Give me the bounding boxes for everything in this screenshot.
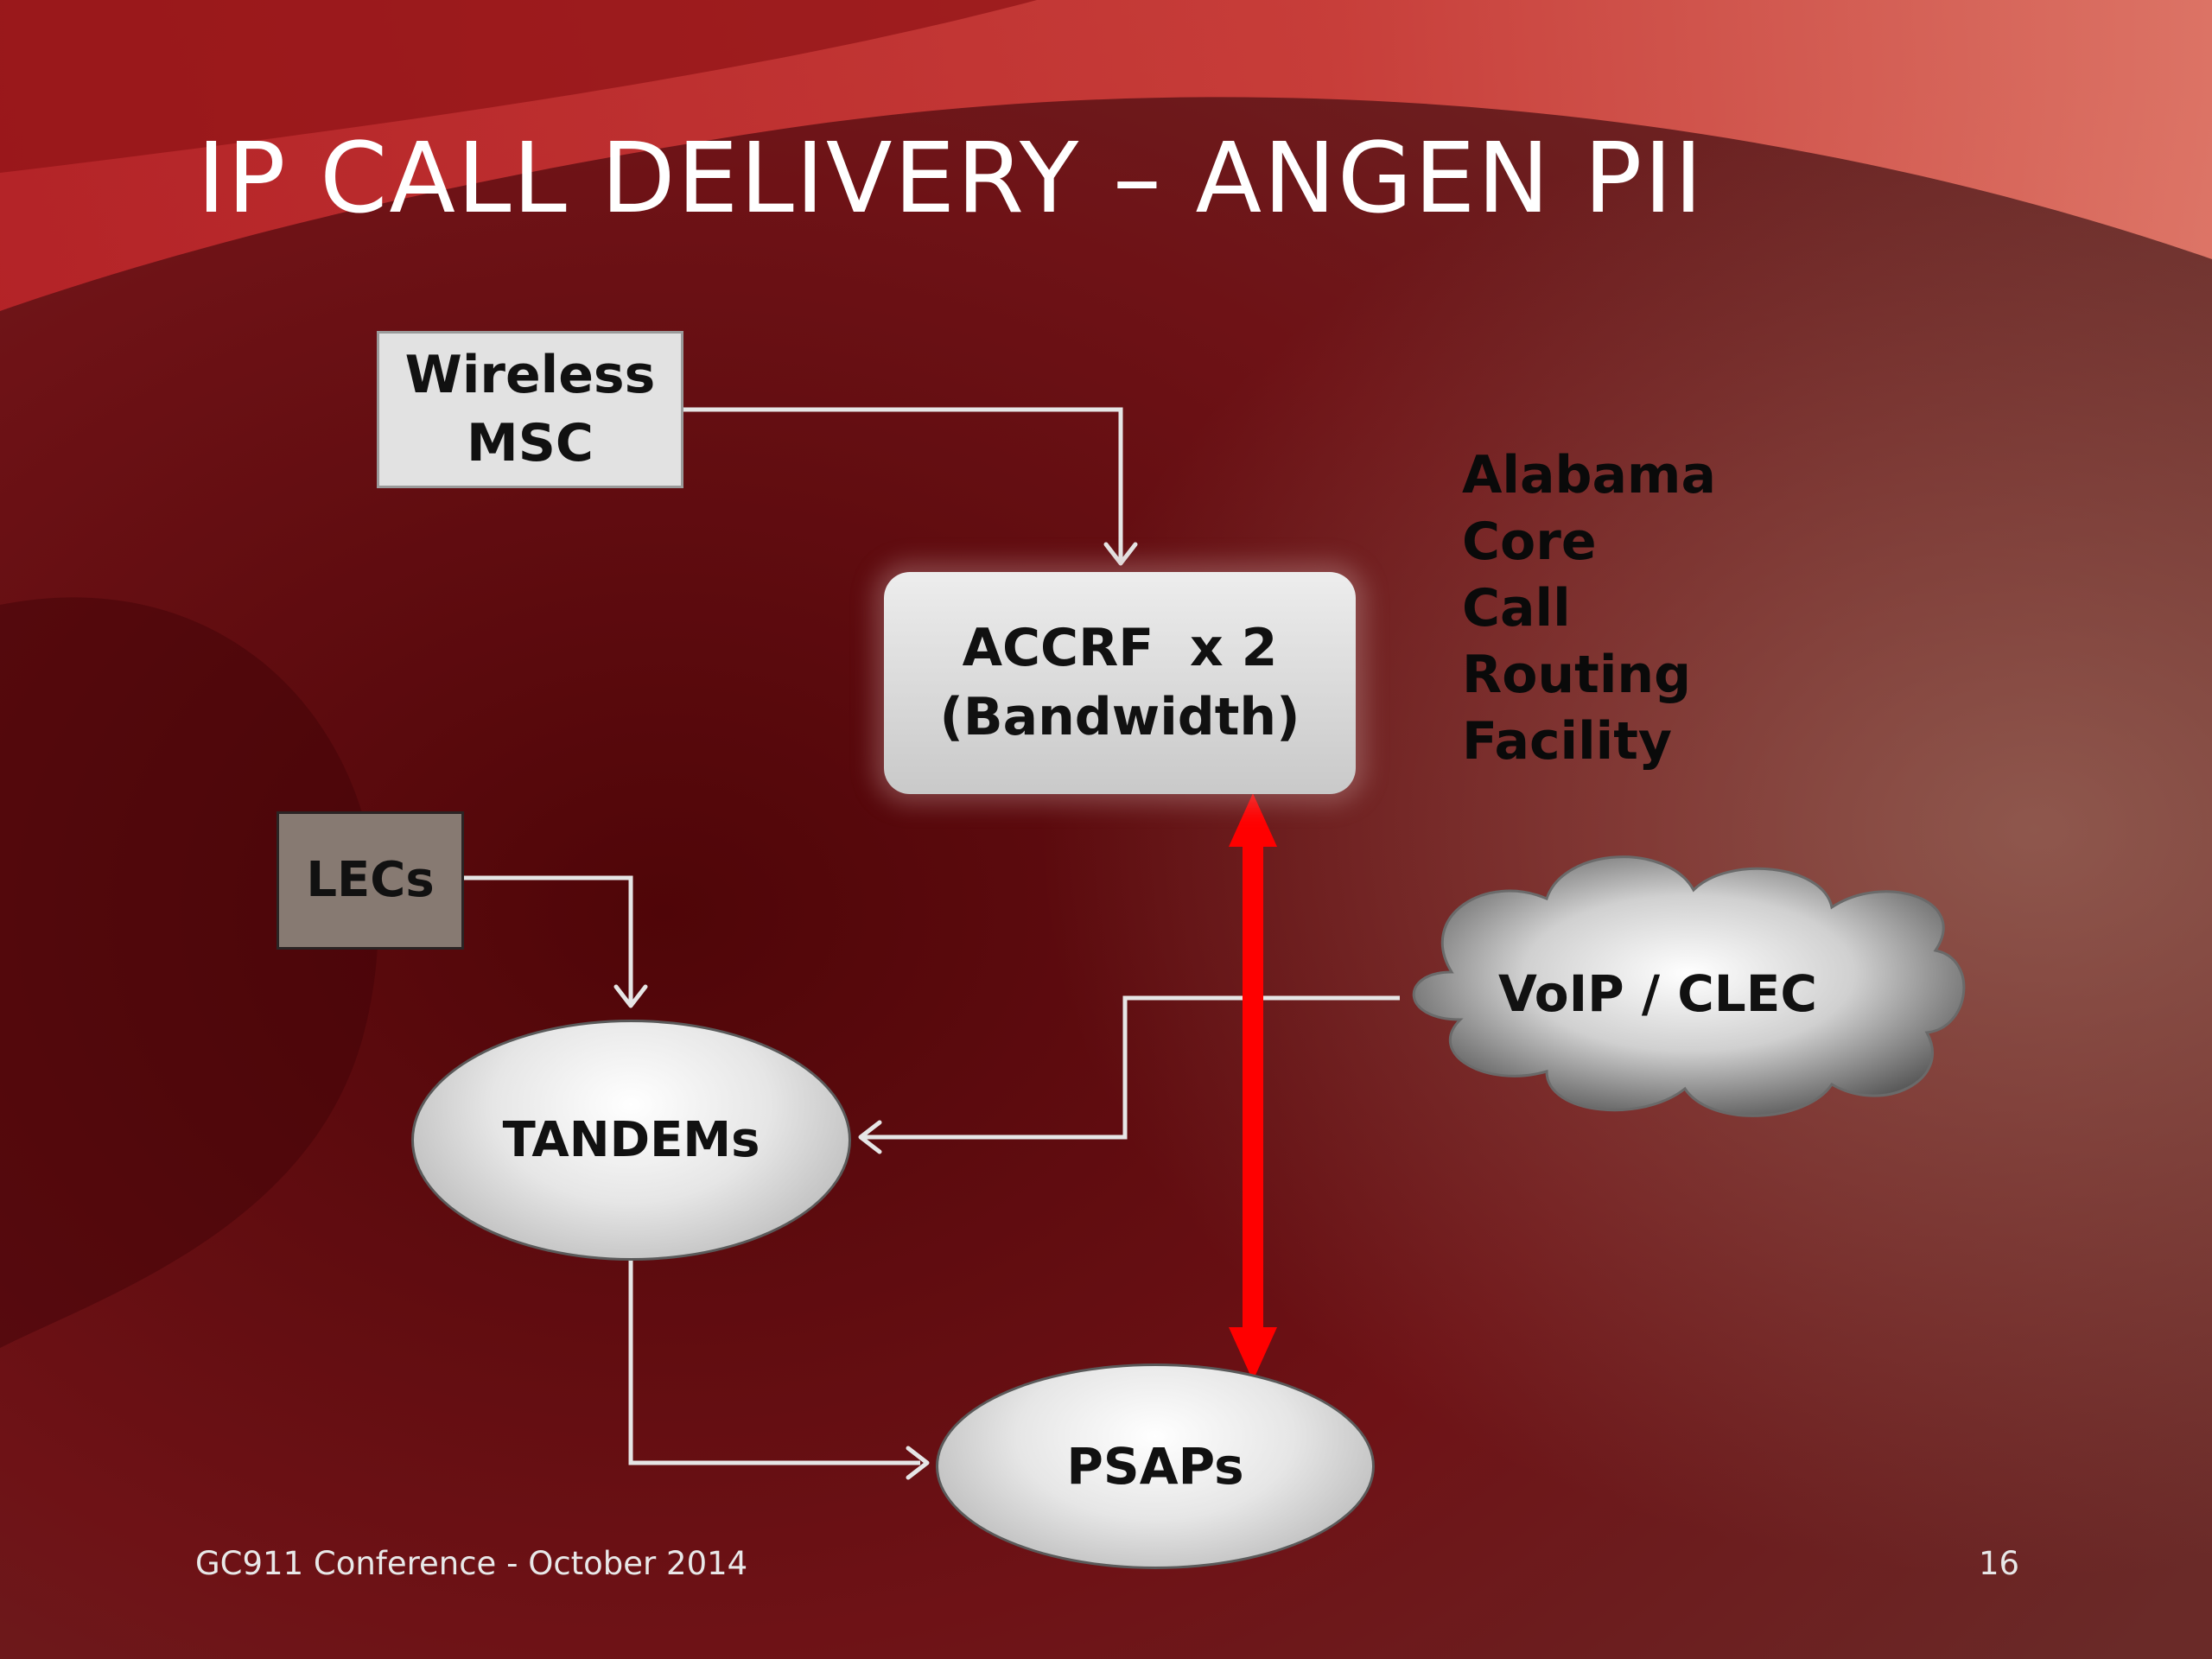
accrf-description-line: Facility	[1462, 711, 1673, 772]
page-number: 16	[1979, 1545, 2020, 1582]
arrowhead-tandems-top	[613, 984, 648, 1008]
accrf-description: Alabama Core Call Routing Facility	[1462, 442, 1716, 775]
accrf-box: ACCRF x 2 (Bandwidth)	[884, 572, 1356, 794]
tandems-to-psaps-connector	[628, 1258, 920, 1465]
arrowhead-tandems-side	[858, 1120, 882, 1154]
lecs-label: LECs	[306, 852, 435, 909]
arrowhead-psaps	[906, 1446, 930, 1480]
tandems-label: TANDEMs	[502, 1111, 760, 1168]
lecs-box: LECs	[276, 811, 464, 950]
accrf-line1: ACCRF x 2	[962, 618, 1278, 679]
lecs-to-tandems-connector	[462, 875, 633, 1002]
wireless-msc-box: Wireless MSC	[377, 331, 683, 488]
bidirectional-red-arrow	[1229, 793, 1277, 1381]
accrf-description-line: Call	[1462, 578, 1571, 639]
wireless-msc-line2: MSC	[467, 413, 594, 474]
psaps-label: PSAPs	[1066, 1436, 1244, 1496]
psaps-ellipse: PSAPs	[936, 1363, 1375, 1569]
msc-to-accrf-connector	[681, 407, 1123, 560]
footer-conference: GC911 Conference - October 2014	[195, 1545, 748, 1582]
slide-title: IP CALL DELIVERY – ANGEN PII	[197, 123, 1705, 235]
accrf-description-line: Alabama	[1462, 445, 1716, 505]
accrf-line2: (Bandwidth)	[939, 686, 1300, 747]
arrowhead-accrf	[1103, 542, 1138, 566]
voip-clec-cloud	[1412, 855, 1966, 1117]
accrf-description-line: Core	[1462, 512, 1597, 572]
wireless-msc-line1: Wireless	[404, 344, 656, 405]
voip-clec-label: VoIP / CLEC	[1498, 964, 1817, 1023]
accrf-description-line: Routing	[1462, 645, 1692, 705]
tandems-ellipse: TANDEMs	[411, 1020, 851, 1261]
